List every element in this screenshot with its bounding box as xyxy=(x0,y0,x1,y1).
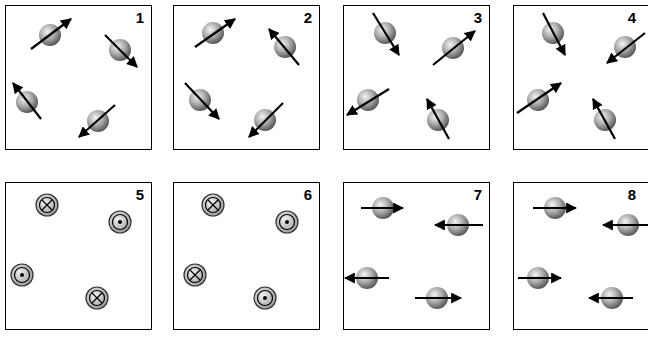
spin-group xyxy=(517,13,645,139)
spin-group xyxy=(347,13,475,139)
spin-arrow xyxy=(435,224,483,226)
spin-arrow xyxy=(433,31,475,65)
spin-arrow xyxy=(269,29,299,65)
panel-box: 7 xyxy=(343,182,490,330)
atom-sphere xyxy=(254,287,276,309)
spin-arrow xyxy=(249,103,283,137)
spin-symbol-ring xyxy=(206,198,221,213)
spin-symbol-ring xyxy=(15,268,30,283)
atom-sphere xyxy=(109,211,131,233)
panel-number: 3 xyxy=(474,10,482,25)
spin-arrow xyxy=(345,277,389,279)
spin-symbol-ring xyxy=(113,215,128,230)
spin-group xyxy=(11,194,131,309)
spin-arrow xyxy=(589,297,633,299)
panel-box: 4 xyxy=(513,5,648,150)
atom-sphere xyxy=(11,264,33,286)
atom-sphere xyxy=(202,194,224,216)
spin-arrow xyxy=(427,99,449,139)
spin-into-symbol xyxy=(190,270,200,280)
panel-box: 5 xyxy=(5,182,152,330)
panel-number: 4 xyxy=(628,10,636,25)
spin-into-symbol xyxy=(92,293,102,303)
panel-box: 1 xyxy=(5,5,152,150)
panel-number: 2 xyxy=(304,10,312,25)
spin-arrow xyxy=(79,105,115,137)
spin-arrow xyxy=(518,277,561,279)
atom-sphere xyxy=(86,287,108,309)
spin-arrow xyxy=(195,19,235,47)
spin-group xyxy=(518,197,648,309)
spin-arrow xyxy=(603,224,648,226)
spin-group xyxy=(13,19,137,137)
spin-arrow xyxy=(185,83,219,119)
spin-symbol-ring xyxy=(40,198,55,213)
panel-number: 6 xyxy=(304,187,312,202)
spin-symbol-ring xyxy=(280,215,295,230)
spin-into-symbol xyxy=(42,200,52,210)
panel-box: 2 xyxy=(173,5,320,150)
spin-arrow xyxy=(533,207,576,209)
spin-arrow xyxy=(373,13,399,55)
spin-arrow xyxy=(31,19,71,49)
spin-out-symbol xyxy=(285,220,289,224)
spin-symbol-ring xyxy=(188,268,203,283)
atom-sphere xyxy=(184,264,206,286)
panel-number: 5 xyxy=(136,187,144,202)
spin-symbol-ring xyxy=(258,291,273,306)
panel-number: 7 xyxy=(474,187,482,202)
spin-arrow xyxy=(543,13,565,55)
spin-arrow xyxy=(517,83,561,113)
spin-group xyxy=(184,194,298,309)
panel-number: 8 xyxy=(628,187,636,202)
spin-out-symbol xyxy=(263,296,267,300)
atom-sphere xyxy=(276,211,298,233)
spin-group xyxy=(185,19,299,137)
panel-box: 6 xyxy=(173,182,320,330)
spin-symbol-ring xyxy=(90,291,105,306)
spin-arrow xyxy=(347,89,389,115)
spin-out-symbol xyxy=(118,220,122,224)
spin-arrow xyxy=(105,35,137,67)
panel-box: 8 xyxy=(513,182,648,330)
spin-out-symbol xyxy=(20,273,24,277)
spin-group xyxy=(345,197,483,309)
spin-arrow xyxy=(593,99,615,139)
panel-number: 1 xyxy=(136,10,144,25)
spin-arrow xyxy=(415,297,461,299)
panel-box: 3 xyxy=(343,5,490,150)
spin-arrow xyxy=(13,83,41,119)
spin-into-symbol xyxy=(208,200,218,210)
spin-arrow xyxy=(361,207,403,209)
atom-sphere xyxy=(36,194,58,216)
spin-arrow xyxy=(607,33,645,63)
